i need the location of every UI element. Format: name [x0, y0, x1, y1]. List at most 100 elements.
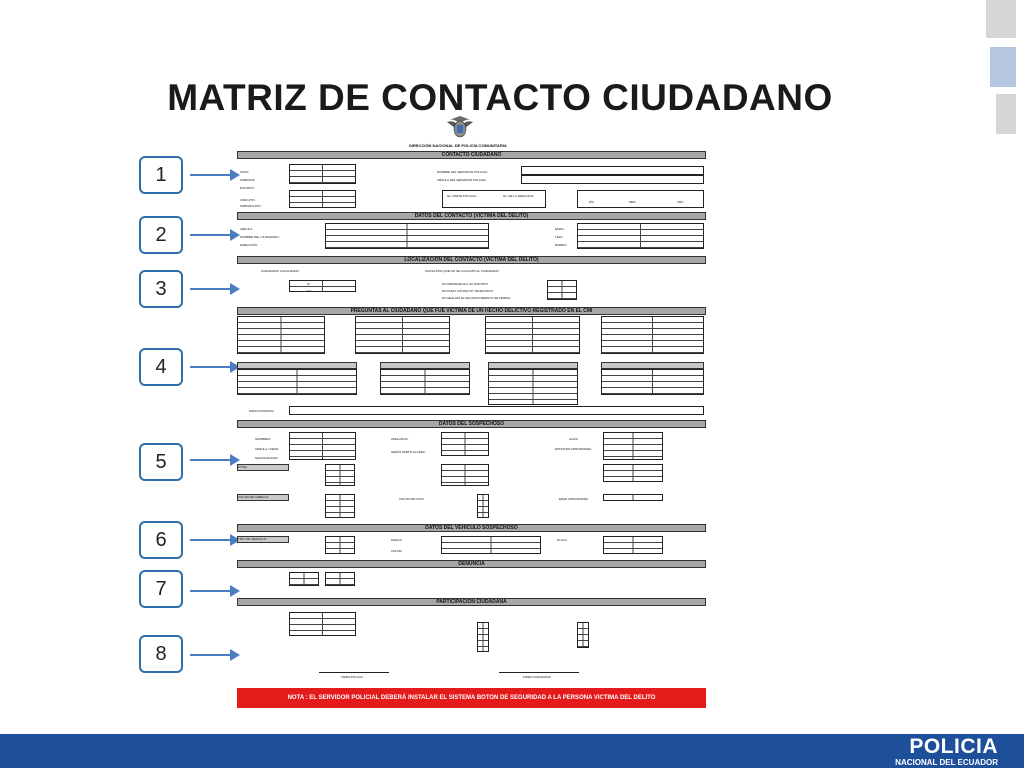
placa-fields	[603, 536, 663, 554]
marca-ip-field	[289, 406, 704, 415]
section-sospechoso-header: DATOS DEL SOSPECHOSO	[237, 420, 706, 428]
cabello-fields	[325, 494, 355, 518]
parte-field	[442, 190, 546, 208]
preguntas-sub-1	[237, 362, 357, 369]
section-vehiculo-header: DATOS DEL VEHICULO SOSPECHOSO	[237, 524, 706, 532]
label-alias: ALIAS:	[569, 437, 579, 441]
causa-fields	[547, 280, 577, 300]
contacto-fields	[325, 223, 489, 249]
label-cedula: CÉDULA:	[240, 227, 254, 231]
corner-deco-bottom	[996, 94, 1016, 134]
label-causa-3: NO REALIZÓ EL RECONOCIMIENTO DE FIRMAS	[442, 296, 511, 300]
sospechoso-fields-1	[289, 432, 356, 460]
label-cedula-servidor: CÉDULA DEL SERVIDOR POLICIAL	[437, 178, 487, 182]
label-nacionalidad: NACIONALIDAD:	[255, 456, 279, 460]
label-zona: ZONA:	[240, 170, 250, 174]
label-subzona: SUBZONA:	[240, 178, 256, 182]
label-dia: DÍA	[589, 200, 595, 204]
arrow-right-icon	[190, 649, 240, 661]
label-denuncia-no: No. DE LA DENUNCIA	[503, 194, 534, 198]
label-nombres: NOMBRES:	[255, 437, 272, 441]
firma-policia-line	[319, 672, 389, 673]
label-estatura: ESTATURA APROXIMADA:	[555, 447, 592, 451]
step-badge-5: 5	[139, 443, 183, 481]
participacion-fields-2	[477, 622, 489, 652]
zona-fields	[289, 164, 356, 184]
step-badge-7: 7	[139, 570, 183, 608]
label-placa: PLACA	[557, 538, 567, 542]
security-note: NOTA : EL SERVIDOR POLICIAL DEBERÁ INSTA…	[237, 688, 706, 708]
contacto-fields-right	[577, 223, 704, 249]
label-subcircuito: SUBCIRCUITO:	[240, 204, 262, 208]
brand-name: POLICIA	[909, 735, 998, 758]
preguntas-col-2	[485, 316, 580, 354]
step-badge-8: 8	[139, 635, 183, 673]
label-telf: TELF:	[555, 235, 564, 239]
etnia-header: ETNIA	[237, 464, 289, 471]
preguntas-sub-4	[601, 362, 704, 369]
label-causa: CAUSA POR QUE NO SE LOCALIZÓ AL CIUDADAN…	[425, 269, 499, 273]
footer-band	[0, 734, 1024, 768]
label-color: COLOR	[391, 549, 402, 553]
footer-brand: POLICIA NACIONAL DEL ECUADOR	[895, 735, 998, 768]
section-datos-contacto-header: DATOS DEL CONTACTO (VICTIMA DEL DELITO)	[237, 212, 706, 220]
section-contacto-header: CONTACTO CIUDADANO	[237, 151, 706, 159]
vehiculo-fields	[441, 536, 541, 554]
circuito-fields	[289, 190, 356, 208]
label-barrio: BARRIO:	[555, 243, 568, 247]
corner-deco-top	[986, 0, 1016, 38]
label-parte: No. PARTE POLICIAL	[447, 194, 477, 198]
section-participacion-header: PARTICIPACIÓN CIUDADANA	[237, 598, 706, 606]
etnia-fields	[325, 464, 355, 486]
arrow-right-icon	[190, 229, 240, 241]
sospechoso-fields-2	[441, 432, 489, 456]
firma-ciudadano-line	[499, 672, 579, 673]
preguntas-sub-fields-3	[488, 369, 578, 405]
coat-of-arms-icon	[447, 116, 473, 138]
preguntas-sub-fields-4	[601, 369, 704, 395]
preguntas-list	[237, 316, 325, 354]
slide-title: MATRIZ DE CONTACTO CIUDADANO	[167, 76, 833, 118]
preguntas-sub-2	[380, 362, 470, 369]
arrow-right-icon	[190, 454, 240, 466]
preguntas-sub-fields-2	[380, 369, 470, 395]
label-edad: EDAD APROXIMADA	[559, 497, 589, 501]
step-badge-4: 4	[139, 348, 183, 386]
sospechoso-fields-3	[603, 432, 663, 460]
localizado-fields	[289, 280, 356, 292]
etnia-fields-3	[603, 464, 663, 482]
label-firma-ciudadano: FIRMA CIUDADANO	[523, 675, 552, 679]
servidor-name-field	[521, 166, 704, 175]
corner-deco-blue	[990, 47, 1016, 87]
step-badge-1: 1	[139, 156, 183, 194]
label-marca-ip: MARCA IP(PASO):	[249, 409, 275, 413]
label-color-ojos: COLOR DE OJOS	[399, 497, 424, 501]
color-cabello-header: COLOR DE CABELLO	[237, 494, 289, 501]
denuncia-fields-2	[325, 572, 355, 586]
label-email: EMAIL:	[555, 227, 565, 231]
step-badge-6: 6	[139, 521, 183, 559]
section-preguntas-header: PREGUNTAS AL CIUDADANO QUE FUE VICTIMA D…	[237, 307, 706, 315]
contact-form-document: DIRECCIÓN NACIONAL DE POLICÍA COMUNITARI…	[237, 112, 706, 710]
label-distrito: DISTRITO:	[240, 186, 255, 190]
arrow-right-icon	[190, 361, 240, 373]
ojos-fields	[477, 494, 489, 518]
vehiculo-type-fields	[325, 536, 355, 554]
label-causa-2: NO PUDO CONTACTO TELEFONICO	[442, 289, 494, 293]
preguntas-sub-3	[488, 362, 578, 369]
participacion-fields	[289, 612, 356, 636]
preguntas-col-1	[355, 316, 450, 354]
servidor-cedula-field	[521, 175, 704, 184]
etnia-fields-2	[441, 464, 489, 486]
preguntas-col-3	[601, 316, 704, 354]
participacion-fields-3	[577, 622, 589, 648]
arrow-right-icon	[190, 283, 240, 295]
label-circuito: CIRCUITO:	[240, 198, 256, 202]
label-nombre-ciudadano: NOMBRE DEL CIUDADANO:	[240, 235, 280, 239]
arrow-right-icon	[190, 169, 240, 181]
label-senas: SEÑAS PARTICULARES:	[391, 450, 426, 454]
arrow-right-icon	[190, 534, 240, 546]
step-badge-3: 3	[139, 270, 183, 308]
section-denuncia-header: DENUNCIA	[237, 560, 706, 568]
label-apellidos: APELLIDOS:	[391, 437, 409, 441]
